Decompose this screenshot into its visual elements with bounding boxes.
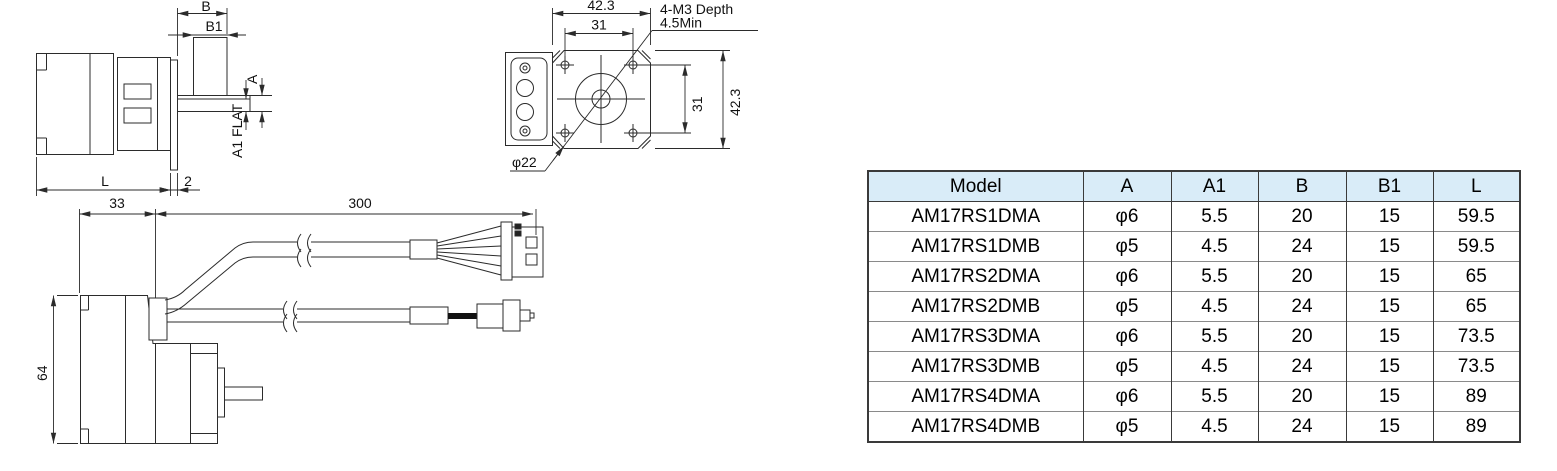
front-view-dimensions xyxy=(510,8,758,172)
table-row: AM17RS2DMA φ6 5.5 20 15 65 xyxy=(867,261,1521,292)
spec-cell: 4.5 xyxy=(1170,231,1259,262)
model-cell: AM17RS3DMA xyxy=(867,321,1084,352)
spec-cell: φ6 xyxy=(1082,321,1172,352)
model-cell: AM17RS1DMB xyxy=(867,231,1084,262)
spec-cell: φ6 xyxy=(1082,201,1172,232)
column-header-l: L xyxy=(1432,171,1521,202)
spec-cell: 15 xyxy=(1345,291,1434,322)
spec-cell: 15 xyxy=(1345,321,1434,352)
spec-table: Model A A1 B B1 L AM17RS1DMA φ6 5.5 20 1… xyxy=(867,170,1521,443)
spec-cell: 20 xyxy=(1257,381,1347,412)
spec-cell: 5.5 xyxy=(1170,261,1259,292)
spec-cell: 20 xyxy=(1257,321,1347,352)
spec-cell: 15 xyxy=(1345,381,1434,412)
spec-cell: 24 xyxy=(1257,231,1347,262)
column-header-a: A xyxy=(1082,171,1172,202)
spec-cell: 4.5 xyxy=(1170,351,1259,382)
model-cell: AM17RS3DMB xyxy=(867,351,1084,382)
tap-note-line2: 4.5Min xyxy=(660,15,702,31)
table-row: AM17RS3DMB φ5 4.5 24 15 73.5 xyxy=(867,351,1521,382)
table-row: AM17RS1DMB φ5 4.5 24 15 59.5 xyxy=(867,231,1521,262)
table-row: AM17RS1DMA φ6 5.5 20 15 59.5 xyxy=(867,201,1521,232)
spec-cell: 15 xyxy=(1345,201,1434,232)
spec-cell: φ5 xyxy=(1082,291,1172,322)
motor-side-outline xyxy=(36,37,272,171)
dim-label-hole-spacing-v: 31 xyxy=(689,96,705,112)
spec-cell: 5.5 xyxy=(1170,321,1259,352)
spec-cell: 89 xyxy=(1432,381,1521,412)
model-cell: AM17RS2DMA xyxy=(867,261,1084,292)
cables xyxy=(164,221,544,333)
model-cell: AM17RS1DMA xyxy=(867,201,1084,232)
front-view-drawing: 42.3 31 31 42.3 4-M3 Depth 4.5Min φ22 xyxy=(480,0,780,200)
table-row: AM17RS3DMA φ6 5.5 20 15 73.5 xyxy=(867,321,1521,352)
spec-cell: 15 xyxy=(1345,351,1434,382)
dim-label-a: A xyxy=(244,74,260,84)
pilot-diameter-label: φ22 xyxy=(512,154,537,170)
spec-cell: 24 xyxy=(1257,291,1347,322)
spec-cell: 15 xyxy=(1345,231,1434,262)
cable-view-dimensions xyxy=(50,209,537,444)
model-cell: AM17RS2DMB xyxy=(867,291,1084,322)
spec-cell: 20 xyxy=(1257,201,1347,232)
column-header-model: Model xyxy=(867,171,1084,202)
spec-cell: φ5 xyxy=(1082,351,1172,382)
spec-cell: 24 xyxy=(1257,411,1347,442)
dim-label-body-height: 64 xyxy=(34,365,50,381)
tap-note-line1: 4-M3 Depth xyxy=(660,1,733,17)
motor-cable-outline xyxy=(80,295,263,444)
model-cell: AM17RS4DMB xyxy=(867,411,1084,442)
spec-cell: 4.5 xyxy=(1170,291,1259,322)
dim-label-l: L xyxy=(101,173,109,189)
dim-label-height-outer: 42.3 xyxy=(727,89,743,116)
spec-cell: 15 xyxy=(1345,411,1434,442)
spec-cell: φ5 xyxy=(1082,411,1172,442)
table-row: AM17RS4DMB φ5 4.5 24 15 89 xyxy=(867,411,1521,442)
dim-label-a1-flat: A1 FLAT xyxy=(229,103,245,158)
dim-label-b1: B1 xyxy=(205,18,222,34)
spec-cell: 65 xyxy=(1432,261,1521,292)
spec-cell: 5.5 xyxy=(1170,381,1259,412)
dim-label-gearbox-width: 33 xyxy=(109,195,125,211)
spec-cell: 59.5 xyxy=(1432,231,1521,262)
dim-label-hole-spacing-h: 31 xyxy=(591,17,607,33)
cable-view-drawing: 33 300 64 xyxy=(30,190,590,471)
spec-cell: 15 xyxy=(1345,261,1434,292)
column-header-b: B xyxy=(1257,171,1347,202)
dim-label-width-outer: 42.3 xyxy=(587,0,614,13)
spec-cell: φ5 xyxy=(1082,231,1172,262)
spec-cell: 24 xyxy=(1257,351,1347,382)
flange-outline xyxy=(505,50,651,149)
column-header-a1: A1 xyxy=(1170,171,1259,202)
spec-table-header-row: Model A A1 B B1 L xyxy=(867,171,1521,202)
spec-cell: 59.5 xyxy=(1432,201,1521,232)
spec-cell: 73.5 xyxy=(1432,351,1521,382)
model-cell: AM17RS4DMA xyxy=(867,381,1084,412)
spec-cell: 4.5 xyxy=(1170,411,1259,442)
table-row: AM17RS2DMB φ5 4.5 24 15 65 xyxy=(867,291,1521,322)
spec-cell: φ6 xyxy=(1082,381,1172,412)
table-row: AM17RS4DMA φ6 5.5 20 15 89 xyxy=(867,381,1521,412)
spec-cell: 73.5 xyxy=(1432,321,1521,352)
spec-cell: 20 xyxy=(1257,261,1347,292)
spec-cell: 89 xyxy=(1432,411,1521,442)
dim-label-cable-length: 300 xyxy=(348,195,372,211)
side-view-drawing: B B1 A A1 FLAT L 2 xyxy=(0,0,280,210)
spec-cell: 65 xyxy=(1432,291,1521,322)
dim-label-flange: 2 xyxy=(184,173,192,189)
dim-label-b: B xyxy=(201,0,210,14)
spec-cell: φ6 xyxy=(1082,261,1172,292)
spec-cell: 5.5 xyxy=(1170,201,1259,232)
side-view-dimensions xyxy=(36,8,265,196)
column-header-b1: B1 xyxy=(1345,171,1434,202)
